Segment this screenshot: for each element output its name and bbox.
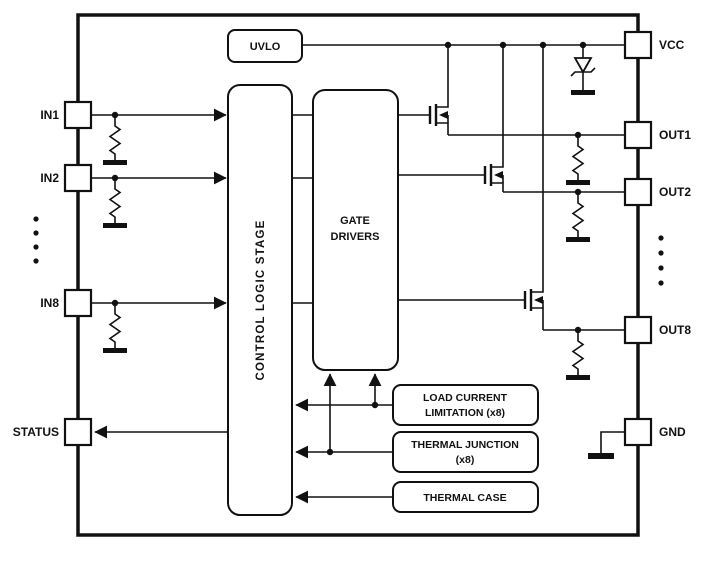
control-logic-label: CONTROL LOGIC STAGE <box>255 219 267 380</box>
feedback-wires <box>295 373 393 504</box>
resistor-in8 <box>108 303 122 348</box>
pin-label-out1: OUT1 <box>659 128 691 142</box>
mosfet-out8 <box>398 45 625 380</box>
gnd-symbol <box>588 431 625 459</box>
resistor-out8 <box>571 330 585 375</box>
load-current-label-line1: LOAD CURRENT <box>423 392 508 404</box>
control-logic-block: CONTROL LOGIC STAGE <box>227 84 293 516</box>
pin-label-out8: OUT8 <box>659 323 691 337</box>
wire-in8 <box>91 296 227 353</box>
gate-drivers-label-line2: DRIVERS <box>331 231 380 243</box>
uvlo-label: UVLO <box>250 41 281 53</box>
thermal-junction-label-line1: THERMAL JUNCTION <box>411 439 519 451</box>
ground-symbol <box>588 453 614 459</box>
mosfet-out1 <box>398 45 625 185</box>
ground-symbol <box>103 223 127 228</box>
thermal-case-block: THERMAL CASE <box>392 481 539 513</box>
body-diode-arrow <box>534 296 543 304</box>
load-current-label-line2: LIMITATION (x8) <box>425 407 505 419</box>
ground-symbol <box>571 90 595 95</box>
right-pins-ellipsis <box>658 235 664 286</box>
pin-in8: IN8 <box>40 288 93 318</box>
left-pins-ellipsis <box>33 216 39 264</box>
uvlo-block: UVLO <box>227 29 303 63</box>
mosfet-drain <box>436 45 449 108</box>
wire-in1 <box>91 108 227 165</box>
mosfet-drain <box>531 45 544 293</box>
pin-label-out2: OUT2 <box>659 185 691 199</box>
ground-symbol <box>103 348 127 353</box>
pin-gnd: GND <box>623 417 686 447</box>
resistor-in1 <box>108 115 122 160</box>
pin-in1: IN1 <box>40 100 93 130</box>
wire-in2 <box>91 171 227 228</box>
resistor-out2 <box>571 192 585 237</box>
pin-label-gnd: GND <box>659 425 686 439</box>
zener-diode <box>570 45 596 95</box>
pin-label-vcc: VCC <box>659 38 685 52</box>
mosfet-out2 <box>398 45 625 242</box>
ground-symbol <box>566 180 590 185</box>
ground-symbol <box>103 160 127 165</box>
load-current-limitation-block: LOAD CURRENT LIMITATION (x8) <box>392 384 539 426</box>
pin-label-status: STATUS <box>13 425 59 439</box>
ground-symbol <box>566 237 590 242</box>
body-diode-arrow <box>494 171 503 179</box>
pin-in2: IN2 <box>40 163 93 193</box>
pin-label-in1: IN1 <box>40 108 59 122</box>
gate-drivers-label-line1: GATE <box>340 215 370 227</box>
thermal-junction-block: THERMAL JUNCTION (x8) <box>392 431 539 473</box>
body-diode-arrow <box>439 111 448 119</box>
gate-drivers-block: GATE DRIVERS <box>312 89 399 371</box>
ground-symbol <box>566 375 590 380</box>
logic-to-driver-links <box>292 114 313 304</box>
pin-status: STATUS <box>13 417 93 447</box>
pin-label-in2: IN2 <box>40 171 59 185</box>
pin-vcc: VCC <box>623 30 685 60</box>
pin-out1: OUT1 <box>623 120 691 150</box>
mosfet-drain <box>491 45 504 168</box>
resistor-in2 <box>108 178 122 223</box>
thermal-case-label: THERMAL CASE <box>423 492 506 504</box>
pin-out8: OUT8 <box>623 315 691 345</box>
pin-label-in8: IN8 <box>40 296 59 310</box>
pin-out2: OUT2 <box>623 177 691 207</box>
thermal-junction-label-line2: (x8) <box>456 454 475 466</box>
resistor-out1 <box>571 135 585 180</box>
